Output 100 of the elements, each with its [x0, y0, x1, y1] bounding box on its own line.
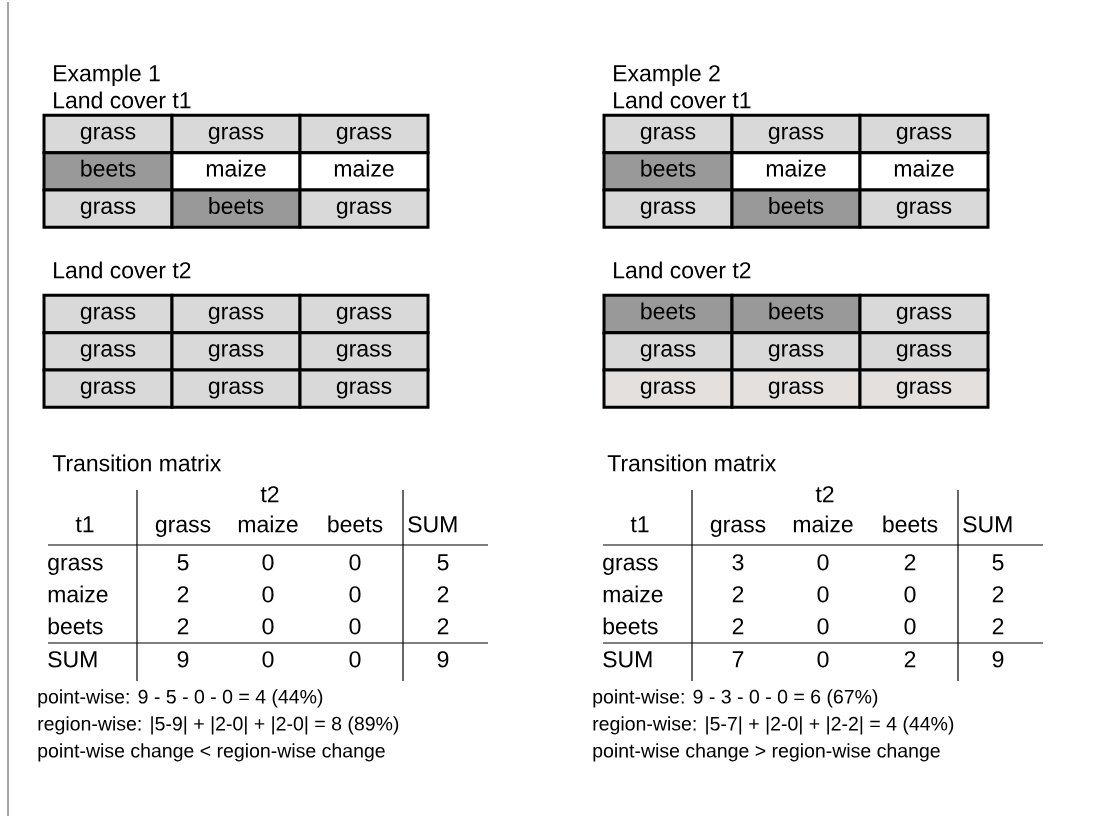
matrix-value: 3: [732, 554, 744, 571]
heading: Transition matrix: [52, 454, 222, 472]
matrix-value: 5: [177, 554, 189, 571]
matrix-value: 2: [437, 586, 449, 603]
row-label: beets: [603, 617, 658, 635]
row-header: t1: [75, 516, 94, 533]
matrix-value: 0: [817, 618, 829, 635]
heading: Land cover t1: [54, 91, 191, 109]
column-header: beets: [328, 515, 383, 533]
matrix-value: 0: [817, 554, 829, 571]
row-label: maize: [48, 585, 108, 603]
matrix-value: 2: [992, 586, 1004, 603]
heading: Land cover t1: [614, 91, 751, 109]
column-header: maize: [793, 515, 853, 533]
grid-cell: grass: [602, 188, 734, 229]
grid-cell: grass: [42, 331, 174, 372]
note-text: point-wise change > region-wise change: [593, 743, 940, 762]
matrix-value: 0: [817, 586, 829, 603]
heading: Land cover t2: [54, 261, 191, 279]
grid-cell: grass: [730, 331, 862, 372]
matrix-value: 9: [177, 651, 189, 668]
matrix-value: 2: [437, 618, 449, 635]
matrix-value: 0: [349, 651, 361, 668]
matrix-value: 0: [904, 586, 916, 603]
matrix-value: 9: [992, 651, 1004, 668]
matrix-value: 0: [262, 651, 274, 668]
grid-cell: grass: [858, 368, 990, 409]
heading: Example 1: [54, 64, 160, 86]
matrix-value: 2: [904, 554, 916, 571]
note-text: region-wise: |5-9| + |2-0| + |2-0| = 8 (89%): [38, 716, 399, 735]
note-text: point-wise: 9 - 5 - 0 - 0 = 4 (44%): [38, 689, 323, 708]
grid-cell: maize: [170, 151, 302, 192]
grid-cell: grass: [858, 113, 990, 155]
grid-cell: grass: [298, 293, 430, 335]
grid-cell: grass: [298, 188, 430, 229]
column-header: t2: [815, 486, 834, 503]
matrix-value: 2: [732, 618, 744, 635]
row-label: beets: [48, 617, 103, 635]
grid-cell: grass: [602, 331, 734, 372]
matrix-value: 0: [817, 651, 829, 668]
grid-cell: maize: [298, 151, 430, 192]
grid-cell: grass: [42, 368, 174, 409]
grid-cell: grass: [42, 113, 174, 155]
grid-cell: grass: [170, 331, 302, 372]
row-header: t1: [630, 516, 649, 533]
grid-cell: grass: [602, 113, 734, 155]
row-label: SUM: [48, 651, 97, 668]
matrix-value: 2: [177, 618, 189, 635]
matrix-value: 2: [732, 586, 744, 603]
column-header: grass: [710, 519, 766, 537]
grid-cell: grass: [170, 293, 302, 335]
matrix-value: 2: [904, 651, 916, 668]
column-header: t2: [260, 486, 279, 503]
grid-cell: grass: [170, 368, 302, 409]
grid-cell: maize: [730, 151, 862, 192]
matrix-value: 0: [262, 586, 274, 603]
grid-cell: grass: [858, 331, 990, 372]
grid-cell: beets: [602, 151, 734, 192]
column-header: SUM: [963, 516, 1012, 533]
row-label: SUM: [603, 651, 652, 668]
grid-cell: beets: [730, 188, 862, 229]
matrix-value: 0: [262, 554, 274, 571]
heading: Example 2: [614, 64, 720, 86]
matrix-value: 5: [437, 554, 449, 571]
row-label: grass: [603, 557, 658, 575]
matrix-value: 2: [992, 618, 1004, 635]
matrix-value: 9: [437, 651, 449, 668]
column-header: maize: [238, 515, 298, 533]
grid-cell: beets: [42, 151, 174, 192]
grid-cell: grass: [730, 368, 862, 409]
matrix-value: 5: [992, 554, 1004, 571]
note-text: point-wise: 9 - 3 - 0 - 0 = 6 (67%): [593, 689, 878, 708]
grid-cell: beets: [170, 188, 302, 229]
column-header: SUM: [408, 516, 457, 533]
grid-cell: grass: [298, 368, 430, 409]
grid-cell: grass: [602, 368, 734, 409]
note-text: point-wise change < region-wise change: [38, 743, 385, 762]
grid-cell: grass: [858, 188, 990, 229]
grid-cell: maize: [858, 151, 990, 192]
matrix-value: 0: [349, 586, 361, 603]
matrix-value: 0: [904, 618, 916, 635]
matrix-value: 0: [349, 554, 361, 571]
grid-cell: grass: [730, 113, 862, 155]
grid-cell: grass: [858, 293, 990, 335]
grid-cell: grass: [298, 331, 430, 372]
grid-cell: grass: [42, 188, 174, 229]
matrix-value: 2: [177, 586, 189, 603]
grid-cell: grass: [42, 293, 174, 335]
column-header: grass: [155, 519, 211, 537]
grid-cell: grass: [170, 113, 302, 155]
grid-cell: beets: [730, 293, 862, 335]
grid-cell: grass: [298, 113, 430, 155]
heading: Land cover t2: [614, 261, 751, 279]
matrix-value: 0: [262, 618, 274, 635]
note-text: region-wise: |5-7| + |2-0| + |2-2| = 4 (44%): [593, 716, 954, 735]
grid-cell: beets: [602, 293, 734, 335]
column-header: beets: [883, 515, 938, 533]
matrix-value: 7: [732, 651, 744, 668]
heading: Transition matrix: [607, 454, 777, 472]
row-label: grass: [48, 557, 103, 575]
